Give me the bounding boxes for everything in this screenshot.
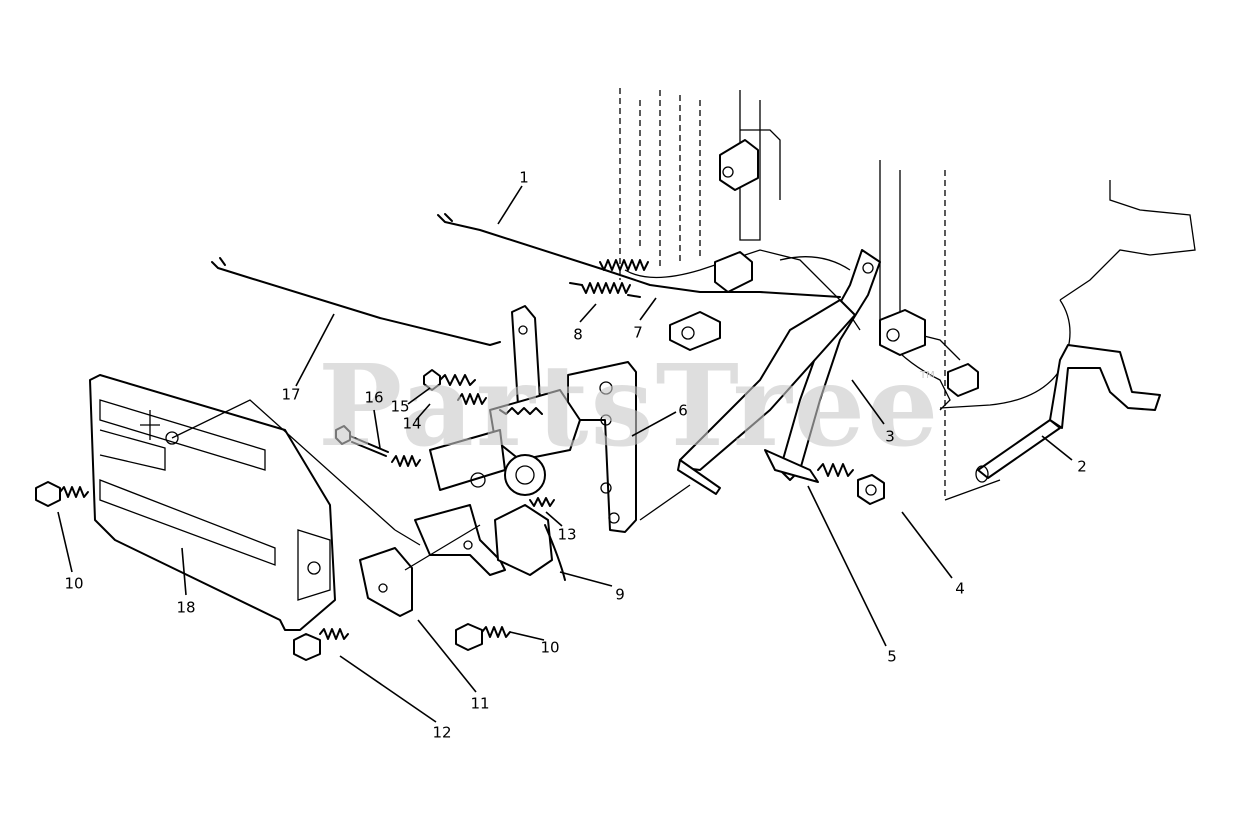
part-governor-lever (669, 249, 926, 505)
part-governor-rod (437, 213, 841, 298)
watermark-trademark: TM (919, 370, 935, 381)
callout-10-left: 10 (64, 575, 83, 593)
callout-4: 4 (955, 580, 965, 598)
callout-15: 15 (390, 398, 409, 416)
callout-5: 5 (887, 648, 897, 666)
part-cover-plate (89, 374, 336, 631)
callout-6: 6 (678, 402, 688, 420)
part-screws-springs (335, 369, 487, 467)
callout-10-center: 10 (540, 639, 559, 657)
callout-13: 13 (557, 526, 576, 544)
watermark: PartsTree TM (318, 341, 940, 472)
engine-block (619, 88, 1196, 500)
callout-labels: 1 2 3 4 5 6 7 8 9 10 10 11 12 13 14 15 1… (64, 169, 1086, 742)
callout-8: 8 (573, 326, 583, 344)
part-springs (569, 259, 649, 298)
callout-2: 2 (1077, 458, 1087, 476)
callout-3: 3 (885, 428, 895, 446)
callout-1: 1 (519, 169, 529, 187)
callout-7: 7 (633, 324, 643, 342)
callout-9: 9 (615, 586, 625, 604)
exploded-connector-lines (171, 399, 1001, 571)
callout-18: 18 (176, 599, 195, 617)
callout-12: 12 (432, 724, 451, 742)
part-link-rod (211, 257, 501, 346)
callout-14: 14 (402, 415, 421, 433)
part-clip (359, 547, 413, 617)
callout-11: 11 (470, 695, 489, 713)
callout-16: 16 (364, 389, 383, 407)
watermark-text: PartsTree (318, 341, 940, 472)
leader-lines (57, 185, 1073, 723)
part-throttle-assembly (414, 305, 581, 581)
callout-17: 17 (281, 386, 300, 404)
part-bolts (35, 481, 511, 661)
part-governor-shaft (975, 344, 1161, 483)
